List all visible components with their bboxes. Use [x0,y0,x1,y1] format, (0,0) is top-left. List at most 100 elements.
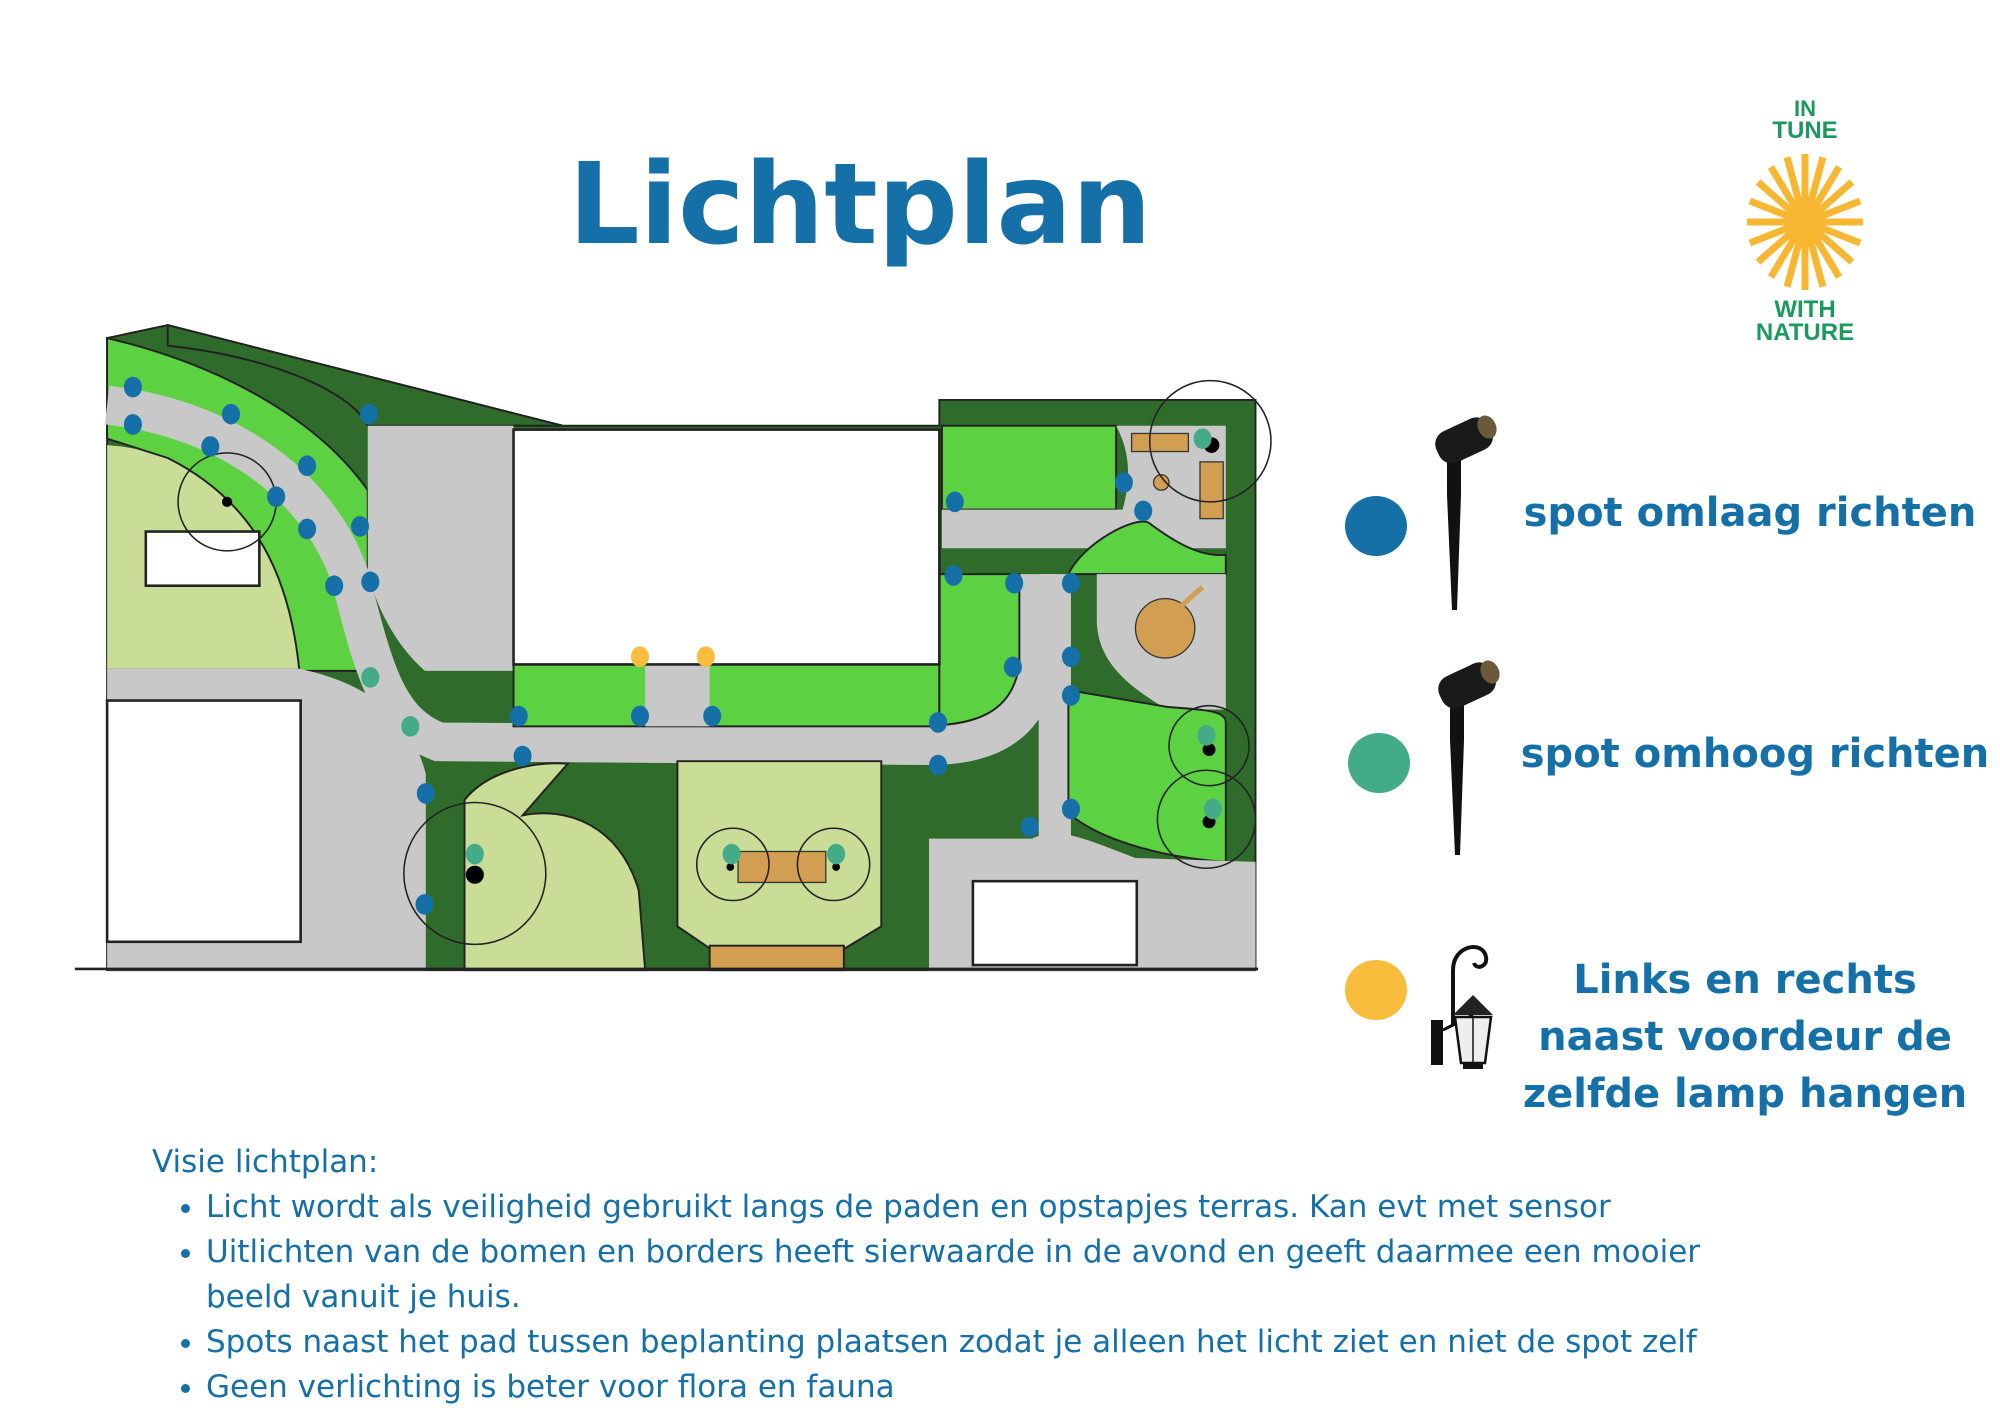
furniture [737,432,1224,884]
sun-ray [1783,156,1806,214]
tree-trunk [221,496,233,508]
wall-lamps-group [630,646,715,668]
spot-down-marker [416,783,435,804]
spot-up-marker [1197,725,1216,746]
spot-down-marker [703,705,722,727]
sun-ray [1767,228,1803,279]
tree-trunk [465,865,484,884]
building-left [105,699,302,944]
spot-down-marker [123,414,142,435]
border-right-mid [1066,520,1227,576]
sun-ray [1810,225,1855,265]
vision-list: Licht wordt als veiligheid gebruikt lang… [152,1185,1906,1410]
sun-core [1787,204,1823,240]
spot-down-marker [1134,500,1153,522]
garden-spot-icon [1435,415,1497,610]
tree-trunk [726,863,735,871]
spot-down-marker [361,571,380,593]
shed-left [144,530,261,588]
spot-down-marker [1003,656,1022,678]
garden-spot-icon [1438,660,1500,855]
tree-canopy [1156,769,1257,870]
spot-down-marker [298,518,317,540]
vision-bullet: Licht wordt als veiligheid gebruikt lang… [206,1185,1906,1230]
path-right-vertical [1038,574,1071,839]
spots-down-group [123,376,1153,915]
path-front-door [645,664,710,727]
svg-text:NATURE: NATURE [1756,319,1854,346]
border-house-front [512,663,941,728]
sun-ray [1804,230,1827,288]
fire-bowl [1134,597,1196,659]
sun-ray [1807,228,1843,279]
wall-lamp-marker [696,646,715,668]
spot-down-marker [1061,646,1080,668]
sun-ray [1783,230,1806,288]
border-right-top [940,424,1118,511]
sun-ray [1748,221,1797,247]
spots-up-group [361,428,1222,865]
tree-canopy [1168,704,1250,787]
sun-ray [1767,165,1803,216]
spot-up-marker [1193,428,1212,449]
lounge-bench [1130,432,1190,453]
side-table [1152,474,1170,491]
in-tune-with-nature-logo: IN TUNE WITH NATURE [1747,96,1863,346]
tree-trunks [221,437,1220,884]
path-top-vertical [367,425,514,671]
spot-down-marker [929,754,948,776]
spot-down-marker [201,436,220,457]
sun-ray [1755,179,1800,219]
tree-canopy [696,827,770,902]
house [512,428,941,666]
tree-trunk [832,863,840,871]
vision-bullet: Geen verlichting is beter voor flora en … [206,1365,1906,1410]
path-right-top [941,425,1226,549]
sun-ray [1810,179,1855,219]
svg-text:WITH: WITH [1774,296,1835,323]
vision-bullet: Uitlichten van de bomen en borders heeft… [206,1230,1786,1320]
sun-ray [1804,156,1827,214]
vision-bullet: Spots naast het pad tussen beplanting pl… [206,1320,1906,1365]
sun-ray [1813,197,1862,223]
spot-down-marker [509,705,528,727]
spot-down-marker [944,565,963,586]
garage [971,879,1139,967]
buildings [105,428,1139,967]
spot-up-marker [361,667,380,688]
legend-label-wall-lamp: Links en rechts naast voordeur de zelfde… [1520,952,1970,1123]
tree-canopy [1148,379,1272,503]
sun-ray [1748,197,1797,223]
legend-dot-spot-up [1348,733,1410,793]
spot-down-marker [630,705,650,727]
spot-down-marker [123,376,142,398]
sun-icon [1747,154,1863,290]
table [737,850,827,884]
spot-down-marker [267,486,286,508]
spot-down-marker [415,894,434,915]
legend-line: Links en rechts [1573,957,1917,1003]
spot-down-marker [325,575,344,597]
tree-canopy [403,801,547,946]
legend-dot-spot-down [1345,496,1407,556]
legend-dot-wall-lamp [1345,960,1407,1020]
vision-heading: Visie lichtplan: [152,1144,379,1180]
lounge-bench [1199,461,1224,520]
spot-down-marker [1020,816,1039,838]
spot-up-marker [722,843,741,865]
spot-down-marker [1061,572,1080,594]
svg-text:TUNE: TUNE [1772,117,1837,144]
page-title: Lichtplan [568,140,1152,270]
legend-line: zelfde lamp hangen [1522,1071,1968,1117]
vision-section: Visie lichtplan: Licht wordt als veiligh… [152,1140,1906,1410]
legend-label-spot-up: spot omhoog richten [1520,731,1990,777]
spot-down-marker [221,403,240,425]
legend-line: naast voordeur de [1538,1014,1952,1060]
spot-up-marker [1203,798,1222,820]
tree-canopies [177,379,1272,946]
spot-down-marker [513,745,532,767]
spot-down-marker [929,712,948,733]
spot-down-marker [1114,472,1133,493]
bench-bottom [708,944,845,972]
spot-down-marker [350,516,370,537]
